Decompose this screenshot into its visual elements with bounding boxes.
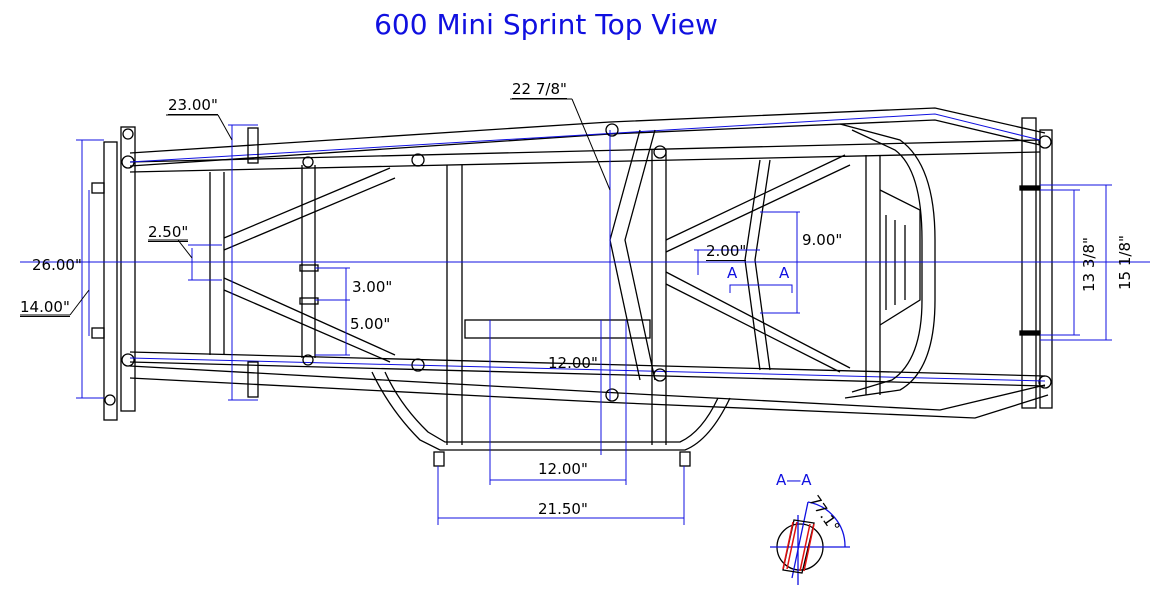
front-axle [91, 126, 136, 421]
drawing-title: 600 Mini Sprint Top View [374, 8, 718, 41]
section-marker-right: A [779, 264, 790, 282]
section-marker-left: A [727, 264, 738, 282]
x-braces [223, 154, 851, 373]
rear-axle [1019, 117, 1053, 409]
section-a-a-detail [770, 501, 850, 585]
leader-lines [20, 98, 611, 316]
dimension-26-00: 26.00" [32, 256, 82, 274]
dimension-2-00: 2.00" [706, 242, 747, 261]
dimension-lines [20, 124, 1150, 525]
dimension-5-00: 5.00" [350, 315, 391, 333]
dimension-14-00: 14.00" [20, 298, 70, 317]
dimension-2-50: 2.50" [148, 223, 189, 242]
nerf-bar [247, 123, 731, 467]
dimension-23-00: 23.00" [168, 96, 218, 115]
roll-cage [609, 123, 936, 399]
dimension-12-00-vertical: 12.00" [548, 354, 598, 372]
dimension-21-50: 21.50" [538, 500, 588, 518]
dimension-9-00: 9.00" [802, 231, 843, 249]
cross-members [209, 150, 881, 445]
main-rails [129, 107, 1049, 419]
dimension-15-1-8: 15 1/8" [1116, 235, 1134, 290]
dimension-3-00: 3.00" [352, 278, 393, 296]
dimension-22-7-8: 22 7/8" [512, 80, 567, 99]
section-detail-title: A—A [776, 471, 812, 489]
dimension-13-3-8: 13 3/8" [1080, 237, 1098, 292]
dimension-12-00-horizontal: 12.00" [538, 460, 588, 478]
